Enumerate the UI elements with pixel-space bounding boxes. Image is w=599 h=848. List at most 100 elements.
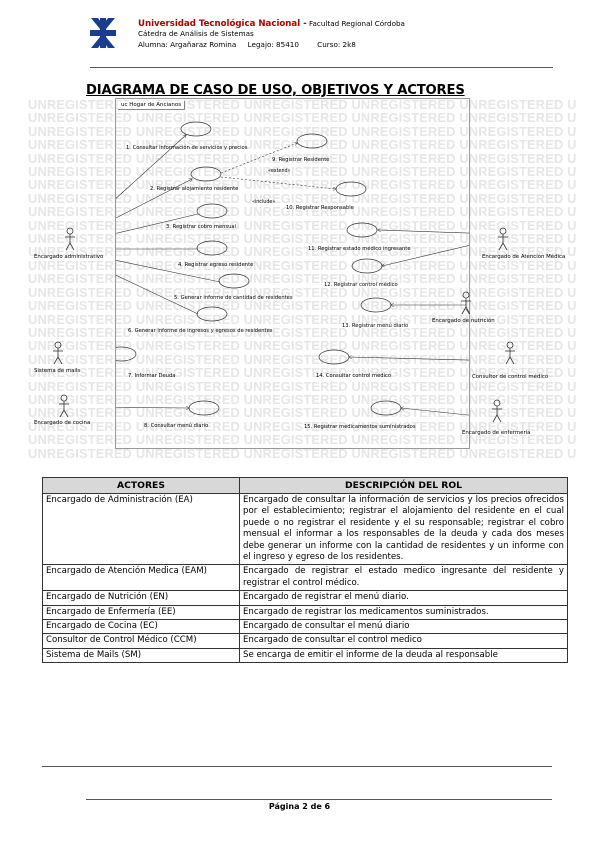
watermark-row: UNREGISTERED UNREGISTERED UNREGISTERED U… bbox=[28, 418, 576, 434]
include-label: «include» bbox=[252, 200, 276, 205]
student-line: Alumna: Argañaraz Romina Legajo: 85410 C… bbox=[138, 39, 356, 49]
cell-actor: Encargado de Atención Medica (EAM) bbox=[42, 564, 240, 592]
watermark-row: UNREGISTERED UNREGISTERED UNREGISTERED U… bbox=[28, 445, 576, 460]
cell-actor: Encargado de Nutrición (EN) bbox=[42, 590, 240, 606]
watermark-row: UNREGISTERED UNREGISTERED UNREGISTERED U… bbox=[28, 391, 576, 407]
uc-ellipse-9 bbox=[296, 133, 328, 149]
diagram-lines bbox=[116, 121, 469, 416]
table-header-row: ACTORES DESCRIPCIÓN DEL ROL bbox=[42, 477, 568, 494]
actor-mail-icon bbox=[53, 341, 63, 365]
uc-label-13: 13. Registrar menú diario bbox=[342, 323, 409, 329]
uc-label-2: 2. Registrar alojamiento residente bbox=[150, 186, 239, 192]
university-name: Universidad Tecnológica Nacional - bbox=[138, 19, 307, 29]
table-row: Encargado de Nutrición (EN) Encargado de… bbox=[42, 590, 568, 606]
page-header: Universidad Tecnológica Nacional - Facul… bbox=[90, 16, 552, 68]
table-row: Encargado de Cocina (EC) Encargado de co… bbox=[42, 619, 568, 635]
cell-actor: Consultor de Control Médico (CCM) bbox=[42, 633, 240, 649]
page-title: DIAGRAMA DE CASO DE USO, OBJETIVOS Y ACT… bbox=[86, 83, 465, 98]
roles-table: ACTORES DESCRIPCIÓN DEL ROL Encargado de… bbox=[42, 477, 568, 664]
actor-mail-label: Sistema de mails bbox=[34, 368, 81, 374]
uc-ellipse-4 bbox=[196, 240, 228, 256]
watermark-row: UNREGISTERED UNREGISTERED UNREGISTERED U… bbox=[28, 257, 576, 273]
cell-desc: Encargado de registrar el estado medico … bbox=[239, 564, 568, 592]
actor-control-label: Consultor de control médico bbox=[472, 374, 549, 380]
uc-ellipse-5 bbox=[218, 273, 250, 289]
watermark-row: UNREGISTERED UNREGISTERED UNREGISTERED U… bbox=[28, 190, 576, 206]
table-row: Consultor de Control Médico (CCM) Encarg… bbox=[42, 633, 568, 649]
cell-desc: Encargado de registrar el menú diario. bbox=[239, 590, 568, 606]
uc-label-10: 10. Registrar Responsable bbox=[286, 205, 354, 211]
actor-admin-label: Encargado administrativo bbox=[34, 254, 104, 260]
actor-nutricion-label: Encargado de nutrición bbox=[432, 318, 495, 324]
cell-desc: Encargado de consultar la información de… bbox=[239, 492, 568, 566]
watermark-row: UNREGISTERED UNREGISTERED UNREGISTERED U… bbox=[28, 150, 576, 166]
faculty-name: Facultad Regional Córdoba bbox=[309, 19, 405, 28]
extend-label: «extend» bbox=[268, 169, 291, 174]
cell-actor: Encargado de Cocina (EC) bbox=[42, 619, 240, 635]
header-divider bbox=[90, 67, 553, 68]
cell-desc: Encargado de consultar el control medico bbox=[239, 633, 568, 649]
cell-desc: Encargado de registrar los medicamentos … bbox=[239, 604, 568, 621]
uc-label-15: 15. Registrar medicamentos suministrados bbox=[304, 424, 416, 430]
uc-ellipse-11 bbox=[346, 222, 378, 238]
table-row: Sistema de Mails (SM) Se encarga de emit… bbox=[42, 647, 568, 664]
cell-actor: Sistema de Mails (SM) bbox=[42, 647, 240, 664]
header-descripcion: DESCRIPCIÓN DEL ROL bbox=[239, 477, 568, 494]
uc-label-8: 8. Consultar menú diario bbox=[144, 423, 209, 429]
watermark-row: UNREGISTERED UNREGISTERED UNREGISTERED U… bbox=[28, 231, 576, 247]
uc-ellipse-7 bbox=[116, 346, 137, 362]
actor-enfermeria-icon bbox=[492, 399, 502, 423]
watermark-row: UNREGISTERED UNREGISTERED UNREGISTERED U… bbox=[28, 164, 576, 180]
use-case-diagram: uc Hogar de Ancianos 1. Consultar inform… bbox=[115, 98, 470, 449]
cell-desc: Se encarga de emitir el informe de la de… bbox=[239, 647, 568, 664]
uc-ellipse-1 bbox=[180, 121, 212, 137]
cell-actor: Encargado de Enfermería (EE) bbox=[42, 604, 240, 621]
uc-label-14: 14. Consultar control médico bbox=[316, 373, 392, 379]
watermark-row: UNREGISTERED UNREGISTERED UNREGISTERED U… bbox=[28, 311, 576, 327]
uc-label-1: 1. Consultar información de servicios y … bbox=[126, 145, 248, 151]
uc-label-4: 4. Registrar egreso residente bbox=[178, 262, 254, 268]
watermark-row: UNREGISTERED UNREGISTERED UNREGISTERED U… bbox=[28, 284, 576, 300]
watermark-row: UNREGISTERED UNREGISTERED UNREGISTERED U… bbox=[28, 378, 576, 394]
watermark-row: UNREGISTERED UNREGISTERED UNREGISTERED U… bbox=[28, 244, 576, 260]
watermark-row: UNREGISTERED UNREGISTERED UNREGISTERED U… bbox=[28, 204, 576, 220]
uc-label-5: 5. Generar informe de cantidad de reside… bbox=[174, 295, 293, 301]
header-text: Universidad Tecnológica Nacional - Facul… bbox=[138, 19, 405, 50]
watermark-row: UNREGISTERED UNREGISTERED UNREGISTERED U… bbox=[28, 110, 576, 126]
actor-cocina-label: Encargado de cocina bbox=[34, 420, 91, 426]
uc-label-6: 6. Generar informe de ingresos y egresos… bbox=[128, 328, 273, 334]
header-actores: ACTORES bbox=[42, 477, 240, 494]
uc-ellipse-6 bbox=[196, 306, 228, 322]
cell-desc: Encargado de consultar el menú diario bbox=[239, 619, 568, 635]
watermark-row: UNREGISTERED UNREGISTERED UNREGISTERED U… bbox=[28, 365, 576, 381]
table-row: Encargado de Administración (EA) Encarga… bbox=[42, 492, 568, 566]
uc-label-3: 3. Registrar cobro mensual bbox=[166, 224, 237, 230]
uc-label-7: 7. Informar Deuda bbox=[128, 373, 176, 379]
actor-cocina-icon bbox=[59, 394, 69, 418]
diagram-frame-label: uc Hogar de Ancianos bbox=[118, 101, 186, 110]
watermark-row: UNREGISTERED UNREGISTERED UNREGISTERED U… bbox=[28, 137, 576, 153]
uc-label-9: 9. Registrar Residente bbox=[272, 157, 330, 163]
table-row: Encargado de Enfermería (EE) Encargado d… bbox=[42, 604, 568, 621]
uc-ellipse-2 bbox=[190, 166, 222, 182]
table-row: Encargado de Atención Medica (EAM) Encar… bbox=[42, 564, 568, 592]
watermark-row: UNREGISTERED UNREGISTERED UNREGISTERED U… bbox=[28, 298, 576, 314]
actor-atencion-label: Encargado de Atención Médica bbox=[482, 254, 566, 260]
page-number: Página 2 de 6 bbox=[268, 802, 331, 811]
watermark-row: UNREGISTERED UNREGISTERED UNREGISTERED U… bbox=[28, 324, 576, 340]
watermark-row: UNREGISTERED UNREGISTERED UNREGISTERED U… bbox=[28, 405, 576, 421]
actor-nutricion-icon bbox=[461, 291, 471, 315]
watermark-row: UNREGISTERED UNREGISTERED UNREGISTERED U… bbox=[28, 177, 576, 193]
actor-control-icon bbox=[505, 341, 515, 365]
actor-figures bbox=[53, 227, 515, 423]
actor-admin-icon bbox=[65, 227, 75, 251]
uc-label-12: 12. Registrar control médico bbox=[324, 282, 398, 288]
footer-divider-top bbox=[42, 766, 552, 767]
cathedra-name: Cátedra de Análisis de Sistemas bbox=[138, 29, 254, 39]
watermark-row: UNREGISTERED UNREGISTERED UNREGISTERED U… bbox=[28, 338, 576, 354]
actor-enfermeria-label: Encargado de enfermería bbox=[462, 430, 531, 436]
watermark-row: UNREGISTERED UNREGISTERED UNREGISTERED U… bbox=[28, 271, 576, 287]
watermark-row: UNREGISTERED UNREGISTERED UNREGISTERED U… bbox=[28, 351, 576, 367]
uc-ellipse-3 bbox=[196, 203, 228, 219]
actor-atencion-icon bbox=[498, 227, 508, 251]
